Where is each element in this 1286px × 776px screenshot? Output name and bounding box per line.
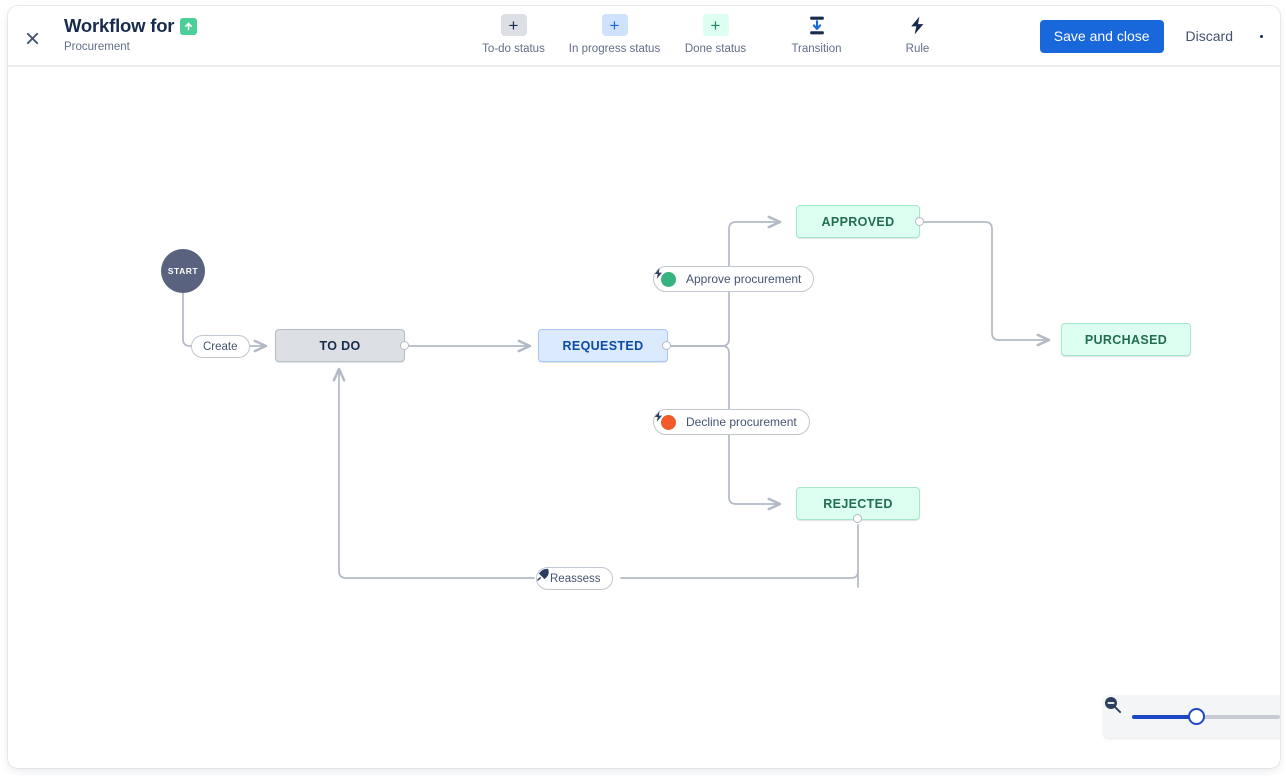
transition-decline-procurement[interactable]: Decline procurement xyxy=(653,409,810,435)
status-node-purchased[interactable]: PURCHASED xyxy=(1061,323,1191,356)
toolbar-label: To-do status xyxy=(482,43,545,55)
transition-icon xyxy=(804,14,830,36)
status-node-label: PURCHASED xyxy=(1084,332,1168,347)
header-actions: Save and close Discard xyxy=(1039,20,1270,53)
node-handle-approved-right[interactable] xyxy=(915,217,924,226)
node-handle-rejected-bottom[interactable] xyxy=(853,514,862,523)
status-node-requested[interactable]: REQUESTED xyxy=(538,329,668,362)
zoom-slider-fill xyxy=(1132,714,1195,719)
add-todo-status-button[interactable]: + To-do status xyxy=(463,12,564,56)
edges-layer xyxy=(182,215,1051,588)
discard-button[interactable]: Discard xyxy=(1173,20,1246,53)
editor-card: Workflow for Procurement + To-do status xyxy=(8,6,1280,768)
editor-header: Workflow for Procurement + To-do status xyxy=(8,6,1280,67)
transition-label: Decline procurement xyxy=(686,415,797,429)
plus-icon: + xyxy=(601,14,628,36)
status-node-label: REQUESTED xyxy=(562,338,644,353)
more-options-icon[interactable] xyxy=(1252,22,1270,52)
transition-label: Reassess xyxy=(550,572,601,585)
save-and-close-button[interactable]: Save and close xyxy=(1039,20,1164,53)
error-cross-icon xyxy=(655,411,676,430)
status-node-label: TO DO xyxy=(319,338,361,353)
add-rule-button[interactable]: Rule xyxy=(867,12,968,56)
transition-create[interactable]: Create xyxy=(191,335,250,358)
zoom-slider[interactable] xyxy=(1132,707,1280,725)
start-node[interactable]: START xyxy=(161,249,205,293)
status-node-label: REJECTED xyxy=(823,496,893,511)
toolbar-label: Transition xyxy=(791,43,842,55)
toolbar-label: Rule xyxy=(905,43,930,55)
zoom-slider-track xyxy=(1132,714,1280,719)
page-title: Workflow for xyxy=(64,15,175,36)
workflow-canvas[interactable]: START Create TO DO REQUESTED APPROVED xyxy=(8,69,1280,768)
title-block: Workflow for Procurement xyxy=(64,15,198,54)
plus-icon: + xyxy=(702,14,729,36)
zoom-slider-knob[interactable] xyxy=(1188,707,1205,725)
plus-icon: + xyxy=(500,14,527,36)
transition-reassess[interactable]: Reassess xyxy=(536,567,613,590)
transition-label: Approve procurement xyxy=(686,272,802,286)
toolbar: + To-do status + In progress status + Do… xyxy=(463,12,968,56)
plus-glyph: + xyxy=(508,15,519,35)
node-handle-to-do-right[interactable] xyxy=(400,341,409,350)
plus-glyph: + xyxy=(609,15,620,35)
status-node-to-do[interactable]: TO DO xyxy=(275,329,405,362)
success-check-icon xyxy=(655,268,676,287)
plus-glyph: + xyxy=(710,15,721,35)
arrow-up-green-icon xyxy=(180,17,198,35)
status-node-label: APPROVED xyxy=(821,214,895,229)
add-done-status-button[interactable]: + Done status xyxy=(665,12,766,56)
start-node-label: START xyxy=(167,266,199,276)
transition-label: Create xyxy=(203,340,238,353)
add-inprogress-status-button[interactable]: + In progress status xyxy=(564,12,665,56)
zoom-control-panel xyxy=(1103,695,1280,738)
page-subtitle: Procurement xyxy=(64,41,130,53)
toolbar-label: In progress status xyxy=(568,43,661,55)
node-handle-requested-right[interactable] xyxy=(662,341,671,350)
toolbar-label: Done status xyxy=(684,43,747,55)
transition-approve-procurement[interactable]: Approve procurement xyxy=(653,266,815,292)
close-icon[interactable] xyxy=(18,24,46,52)
rule-bolt-icon xyxy=(905,14,931,36)
status-node-approved[interactable]: APPROVED xyxy=(796,205,920,238)
add-transition-button[interactable]: Transition xyxy=(766,12,867,56)
